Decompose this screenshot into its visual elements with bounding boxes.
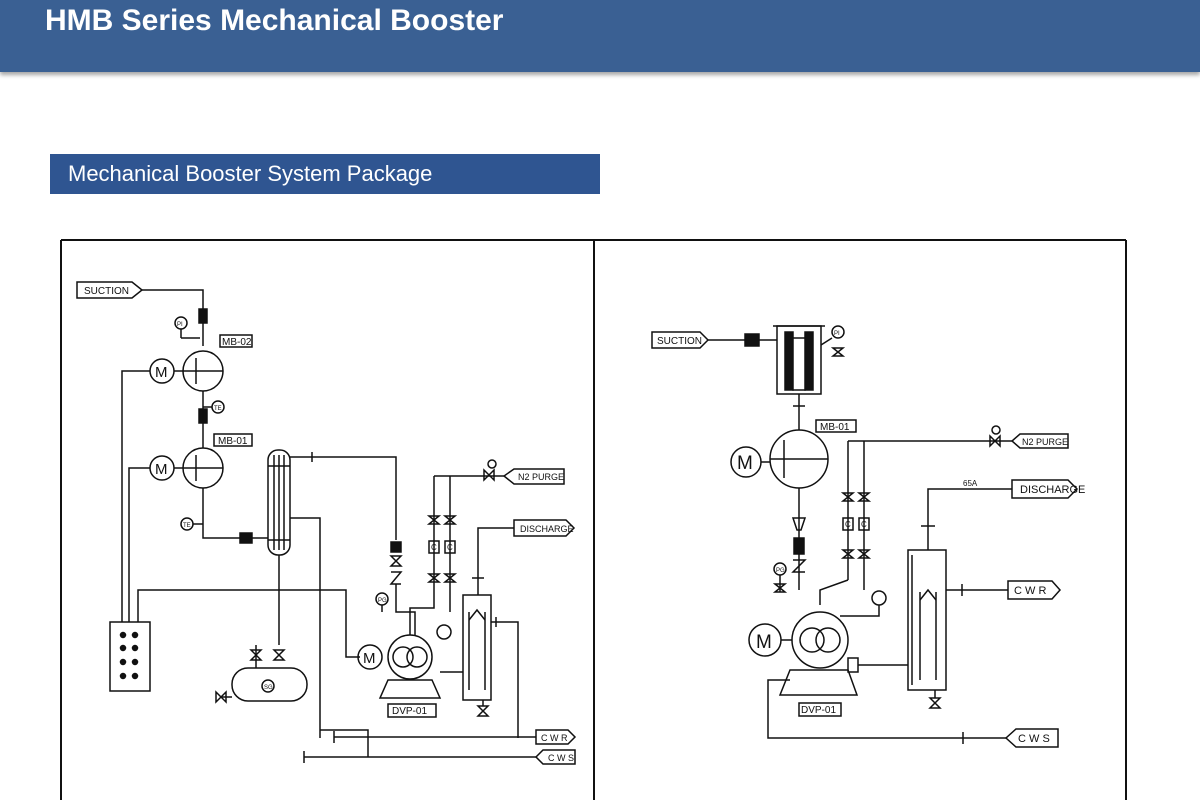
mb-01-booster-right: MB-01 <box>769 419 857 489</box>
right-pi-gauge: PI <box>820 325 846 357</box>
left-discharge-label: DISCHARGE <box>520 524 574 534</box>
left-suction-arrow: SUCTION <box>76 281 144 299</box>
dvp-01-pump-left: DVP-01 <box>378 634 442 718</box>
section-title-bar: Mechanical Booster System Package <box>50 154 600 194</box>
right-suction-arrow: SUCTION <box>651 331 710 349</box>
right-n2-purge-label: N2 PURGE <box>1022 437 1068 447</box>
mb-02-booster: MB-02 <box>182 334 253 392</box>
mb-01-label-left: MB-01 <box>218 436 248 447</box>
svg-text:C: C <box>431 543 437 552</box>
svg-text:TE: TE <box>214 406 222 412</box>
right-discharge-arrow: DISCHARGE 65A <box>963 479 1085 499</box>
right-cwr-label: C W R <box>1014 585 1046 597</box>
left-separator-tank: SG <box>215 645 308 704</box>
left-pump-inlet-valves <box>389 541 403 585</box>
left-cws-label: C W S <box>548 753 574 763</box>
motor-icon: M <box>149 455 183 481</box>
svg-text:PG: PG <box>378 598 387 604</box>
svg-text:M: M <box>756 632 772 653</box>
svg-text:C: C <box>845 520 851 529</box>
pressure-switch-icon <box>871 590 887 606</box>
right-n2-purge: N2 PURGE C C <box>819 425 1069 605</box>
left-pg-gauge: PG <box>375 592 389 612</box>
right-cwr-arrow: C W R <box>1007 580 1062 600</box>
svg-text:C: C <box>447 543 453 552</box>
right-pg-gauge: PG <box>772 562 788 593</box>
svg-text:M: M <box>363 650 376 667</box>
dvp-01-label-left: DVP-01 <box>392 706 427 717</box>
mb-02-label: MB-02 <box>222 337 252 348</box>
motor-icon: M <box>730 446 770 478</box>
motor-icon: M <box>357 644 383 670</box>
left-cws-arrow: C W S <box>534 749 576 765</box>
motor-icon: M <box>748 623 792 657</box>
mb-01-label-right: MB-01 <box>820 422 850 433</box>
left-cwr-arrow: C W R <box>535 729 577 745</box>
left-te-gauge: TE <box>203 400 225 414</box>
page-title: HMB Series Mechanical Booster <box>45 4 504 37</box>
flex-joint-icon <box>793 537 805 555</box>
svg-text:PG: PG <box>776 568 785 574</box>
svg-text:M: M <box>155 364 168 381</box>
dvp-01-pump-right: DVP-01 <box>778 611 859 717</box>
motor-icon: M <box>149 358 183 384</box>
diagram-frame <box>60 239 1127 800</box>
svg-text:PI: PI <box>834 331 840 337</box>
page-header: HMB Series Mechanical Booster <box>0 0 1200 72</box>
mb-01-booster-left: MB-01 <box>182 433 253 489</box>
right-cws-label: C W S <box>1018 733 1050 745</box>
left-system-diagram: SUCTION PI MB-02 M TE <box>76 281 577 765</box>
pipe-size-label: 65A <box>963 479 978 488</box>
section-title: Mechanical Booster System Package <box>68 161 433 186</box>
svg-text:TE: TE <box>183 523 191 529</box>
right-system-diagram: SUCTION PI MB-01 <box>651 325 1085 748</box>
left-condenser <box>267 449 291 556</box>
left-pi-gauge: PI <box>174 316 200 339</box>
left-cwr-label: C W R <box>541 733 568 743</box>
pi-tag: PI <box>177 322 183 328</box>
left-suction-label: SUCTION <box>84 286 129 297</box>
pressure-switch-icon <box>436 624 452 640</box>
dvp-01-label-right: DVP-01 <box>801 705 836 716</box>
p-and-id-diagram: SUCTION PI MB-02 M TE <box>60 239 1127 800</box>
left-n2-purge: N2 PURGE C C <box>409 459 565 635</box>
right-discharge-label: DISCHARGE <box>1020 484 1085 496</box>
left-after-cooler <box>440 594 519 738</box>
svg-text:C: C <box>861 520 867 529</box>
left-discharge-arrow: DISCHARGE <box>513 519 576 537</box>
right-after-cooler <box>907 549 947 709</box>
left-control-panel <box>109 621 151 692</box>
right-inlet-filter <box>773 325 825 395</box>
right-cws-arrow: C W S <box>1004 728 1059 748</box>
svg-text:M: M <box>155 461 168 478</box>
svg-text:M: M <box>737 453 753 474</box>
flex-joint-icon <box>198 308 208 324</box>
svg-text:SG: SG <box>264 685 273 691</box>
right-suction-label: SUCTION <box>657 336 702 347</box>
left-te-gauge-2: TE <box>180 517 203 531</box>
left-n2-purge-label: N2 PURGE <box>518 472 564 482</box>
flex-joint-icon <box>239 532 253 544</box>
flex-joint-icon <box>744 333 760 347</box>
